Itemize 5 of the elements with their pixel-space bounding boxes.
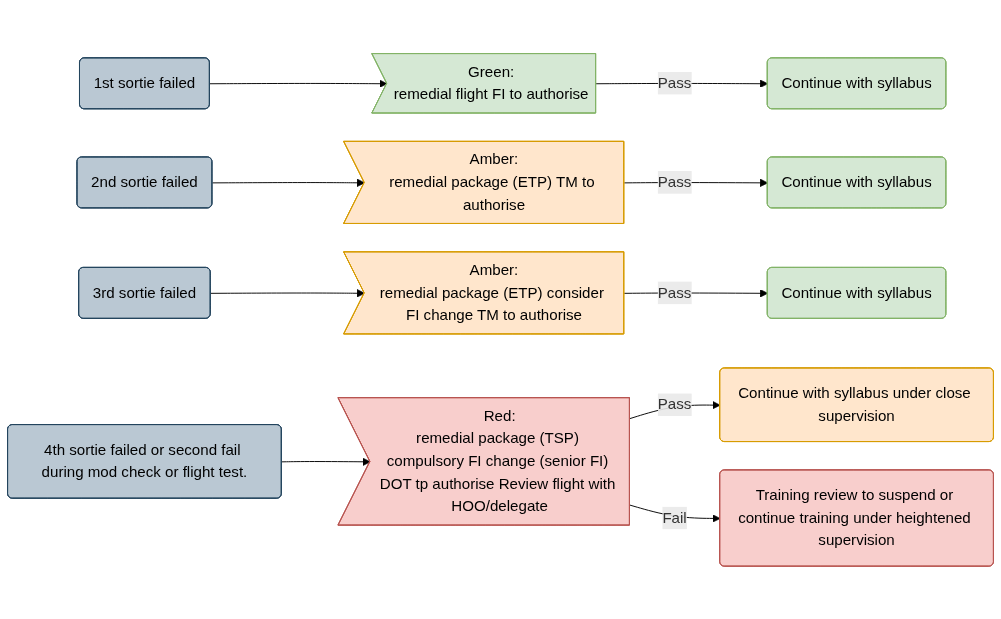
edge-label: Pass — [657, 173, 692, 190]
edge-label: Pass — [657, 284, 692, 301]
edge-label: Fail — [662, 509, 687, 526]
edge-label: Pass — [657, 74, 692, 91]
edge-label: Pass — [657, 395, 692, 412]
